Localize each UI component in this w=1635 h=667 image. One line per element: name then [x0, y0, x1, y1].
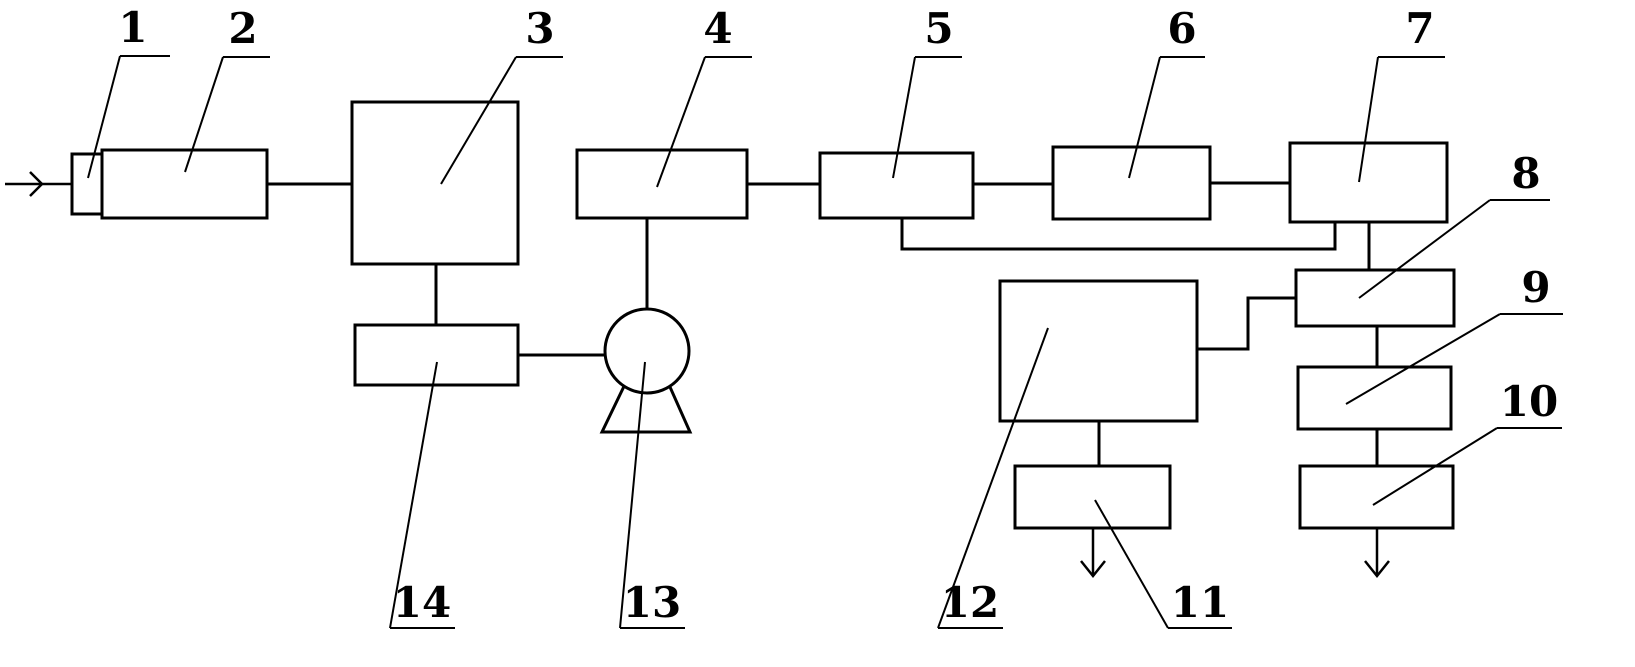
label-3: 3	[525, 4, 554, 53]
connection-lines	[267, 181, 1379, 466]
component-11-box	[1013, 464, 1172, 530]
component-1-box	[70, 152, 104, 216]
component-2-box	[100, 148, 269, 220]
label-6: 6	[1167, 4, 1196, 53]
outlet-arrow-10	[1364, 528, 1390, 579]
component-6-box	[1051, 145, 1212, 221]
component-10-box	[1298, 464, 1455, 530]
label-13: 13	[623, 578, 681, 627]
label-1: 1	[118, 3, 147, 52]
component-9-box	[1296, 365, 1453, 431]
label-12: 12	[941, 578, 999, 627]
component-7-box	[1288, 141, 1449, 224]
label-9: 9	[1521, 263, 1550, 312]
inlet-arrow	[5, 171, 72, 197]
component-8-box	[1294, 268, 1456, 328]
component-4-box	[575, 148, 749, 220]
component-12-box	[998, 279, 1199, 423]
label-10: 10	[1500, 377, 1558, 426]
label-14: 14	[393, 578, 451, 627]
label-7: 7	[1405, 4, 1434, 53]
component-3-box	[350, 100, 520, 266]
label-4: 4	[703, 4, 732, 53]
label-8: 8	[1511, 149, 1540, 198]
component-14-box	[353, 323, 520, 387]
label-11: 11	[1171, 578, 1229, 627]
label-5: 5	[924, 4, 953, 53]
outlet-arrow-11	[1080, 528, 1106, 579]
component-13-pump	[599, 307, 693, 434]
label-2: 2	[228, 4, 257, 53]
leader-lines	[87, 55, 1563, 629]
